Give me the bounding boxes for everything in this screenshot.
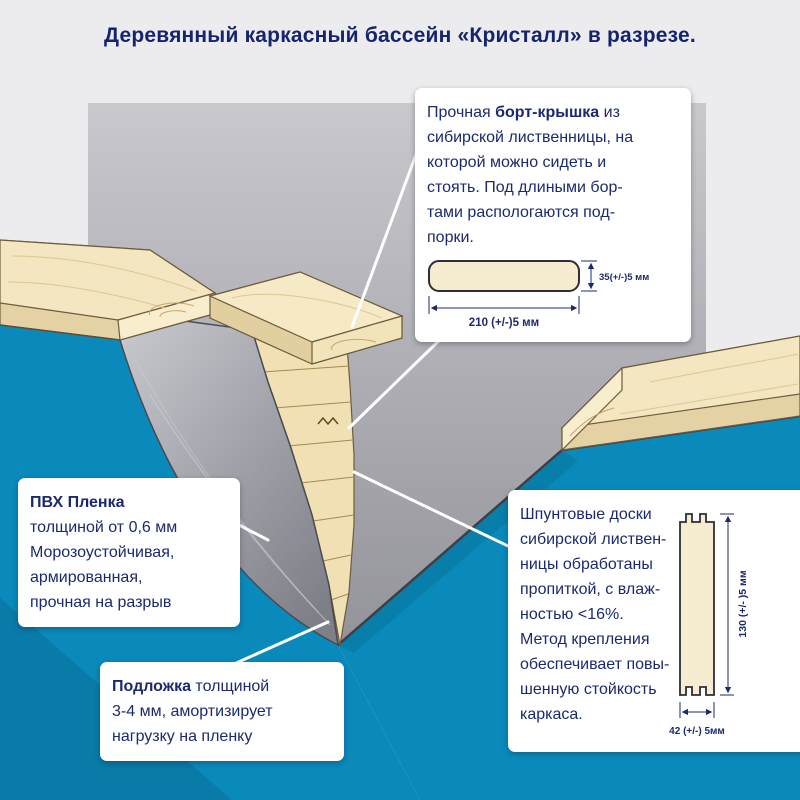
callout-text-line: порки. [427,229,474,246]
page-title: Деревянный каркасный бассейн «Кристалл» … [104,24,696,47]
callout-text-line: ностью <16%. [520,606,624,623]
callout-text-line: армированная, [30,569,143,586]
left-rim-board [0,239,218,341]
callout-text-line: толщиной от 0,6 мм [30,519,178,536]
text-run-bold: борт-крышка [495,104,600,121]
leader-line-planks [352,470,512,549]
text-run-bold: Подложка [112,678,191,695]
leader-lines [212,150,512,666]
text-run-bold: ПВХ Пленка [30,494,125,511]
cover-board [208,271,404,365]
leader-line-wall-top [347,328,452,430]
callout-text-line: Шпунтовые доски [520,506,652,523]
board-width-label: 210 (+/-)5 мм [469,317,539,329]
callout-planks: Шпунтовые доски сибирской листвен- ницы … [508,490,800,752]
callout-text-line: ПВХ Пленка [30,490,228,515]
callout-text-line: Прочная борт-крышка из [427,100,679,125]
callout-text-line: прочная на разрыв [30,594,172,611]
leader-line-underlay [232,620,330,666]
callout-pvc-film: ПВХ Пленка толщиной от 0,6 мм Морозоусто… [18,478,240,627]
dimension-lines [679,513,734,718]
callout-text-line: тами распологаются под- [427,204,616,221]
plank-profile [679,513,715,696]
text-run: из [599,104,620,121]
callout-text-column: Шпунтовые доски сибирской листвен- ницы … [520,502,672,740]
callout-text-line: сибирской лиственницы, на [427,129,634,146]
board-dimension-diagram: 35(+/-)5 мм 210 (+/-)5 мм [428,260,649,329]
plank-dimension-diagram: 130 (+/- )5 мм 42 (+/-) 5мм [669,513,749,737]
plank-width-label: 42 (+/-) 5мм [669,726,725,737]
callout-text-line: пропиткой, с влаж- [520,581,661,598]
callout-text-line: Подложка толщиной [112,674,332,699]
board-cross-section [428,260,580,292]
callout-text-line: ницы обработаны [520,556,653,573]
text-run: толщиной [190,678,270,695]
plank-height-label: 130 (+/- )5 мм [737,570,749,637]
callout-text-line: нагрузку на пленку [112,728,253,745]
right-rim-board [560,335,800,452]
plank-joints [262,365,355,601]
leader-line-cover-board [350,150,419,329]
callout-text-line: 3-4 мм, амортизирует [112,703,273,720]
callout-text-line: Метод крепления [520,631,650,648]
callout-text-line: стоять. Под длиными бор- [427,179,623,196]
callout-text-line: сибирской листвен- [520,531,667,548]
dimension-lines [428,260,597,314]
callout-text-line: Морозоустойчивая, [30,544,175,561]
cover-board-end-grain [311,315,403,365]
callout-text-line: обеспечивает повы- [520,656,670,673]
board-thickness-label: 35(+/-)5 мм [599,272,649,283]
callout-underlay: Подложка толщиной 3-4 мм, амортизирует н… [100,662,344,761]
callout-bort-kryshka: Прочная борт-крышка из сибирской листвен… [415,88,691,342]
text-run: Прочная [427,104,496,121]
callout-text-line: каркаса. [520,706,583,723]
callout-text-line: которой можно сидеть и [427,154,607,171]
callout-text-line: шенную стойкость [520,681,657,698]
